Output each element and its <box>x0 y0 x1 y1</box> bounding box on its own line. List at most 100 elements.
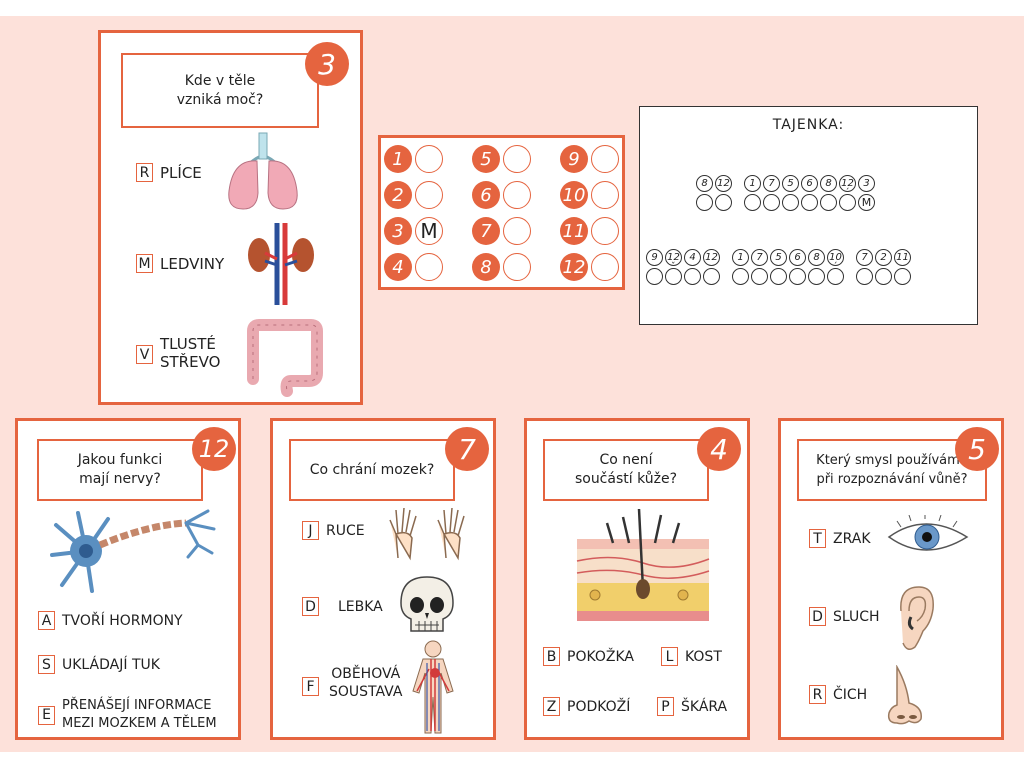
answer-option-r[interactable]: R ČICH <box>809 685 867 704</box>
answer-text: LEDVINY <box>160 254 225 273</box>
answer-letter: B <box>543 647 560 666</box>
tajenka-slot: 8 <box>819 175 838 211</box>
answer-text-line1: PŘENÁŠEJÍ INFORMACE <box>62 698 212 713</box>
key-number: 4 <box>384 253 412 281</box>
answer-text: ČICH <box>833 686 868 703</box>
answer-letter: R <box>136 163 153 182</box>
tajenka-number: 11 <box>894 249 911 266</box>
tajenka-letter-field[interactable] <box>789 268 806 285</box>
key-answer-field[interactable] <box>591 181 619 209</box>
tajenka-letter-field[interactable] <box>820 194 837 211</box>
answer-option-v[interactable]: V <box>136 345 160 364</box>
answer-option-m[interactable]: M LEDVINY <box>136 254 224 273</box>
answer-text: KOST <box>685 648 722 665</box>
tajenka-number: 12 <box>839 175 856 192</box>
tajenka-slot: 10´ <box>826 249 845 285</box>
tajenka-letter-field[interactable] <box>782 194 799 211</box>
tajenka-slot: 2 <box>874 249 893 285</box>
key-answer-field[interactable] <box>503 145 531 173</box>
tajenka-letter-field[interactable] <box>801 194 818 211</box>
tajenka-letter-field[interactable] <box>894 268 911 285</box>
tajenka-letter-field[interactable]: M <box>858 194 875 211</box>
tajenka-letter-field[interactable] <box>684 268 701 285</box>
answer-option-p[interactable]: P ŠKÁRA <box>657 697 727 716</box>
answer-option-a[interactable]: A TVOŘÍ HORMONY <box>38 611 183 630</box>
tajenka-number: 7 <box>751 249 768 266</box>
tajenka-letter-field[interactable] <box>646 268 663 285</box>
tajenka-number: 5 <box>770 249 787 266</box>
tajenka-number: 1 <box>732 249 749 266</box>
question-text-line1: Co není <box>599 452 653 468</box>
key-number: 10 <box>560 181 588 209</box>
card-number-badge: 12 <box>192 427 236 471</box>
key-answer-field[interactable] <box>591 217 619 245</box>
answer-option-e[interactable]: E PŘENÁŠEJÍ INFORMACE MEZI MOZKEM A TĚLE… <box>38 697 217 733</box>
question-box: Kde v těle vzniká moč? <box>121 53 319 128</box>
answer-letter: F <box>302 677 319 696</box>
answer-option-l[interactable]: L KOST <box>661 647 722 666</box>
tajenka-slot: 12´ <box>838 175 857 211</box>
tajenka-letter-field[interactable] <box>808 268 825 285</box>
question-card-3: Kde v těle vzniká moč? 3 R PLÍCE M LEDVI… <box>98 30 363 405</box>
answer-option-f[interactable]: F <box>302 677 326 696</box>
tajenka-letter-field[interactable] <box>751 268 768 285</box>
tajenka-number: 6 <box>789 249 806 266</box>
tajenka-letter-field[interactable]: ˇ <box>665 262 682 285</box>
tajenka-letter-field[interactable]: ´ <box>839 188 856 211</box>
key-answer-field[interactable] <box>503 181 531 209</box>
tajenka-letter-field[interactable] <box>703 268 720 285</box>
answer-letter: V <box>136 345 153 364</box>
key-answer-field[interactable]: M <box>415 217 443 245</box>
answer-text: PLÍCE <box>160 163 202 182</box>
answer-option-b[interactable]: B POKOŽKA <box>543 647 634 666</box>
key-answer-field[interactable] <box>415 181 443 209</box>
answer-text: RUCE <box>326 522 365 539</box>
neuron-icon <box>50 509 216 593</box>
tajenka-letter-field[interactable] <box>763 194 780 211</box>
tajenka-number: 6 <box>801 175 818 192</box>
answer-option-r[interactable]: R PLÍCE <box>136 163 202 182</box>
tajenka-slot: 6 <box>788 249 807 285</box>
tajenka-number: 8 <box>820 175 837 192</box>
nose-icon <box>887 665 922 725</box>
answer-text: TVOŘÍ HORMONY <box>62 612 183 629</box>
answer-option-d[interactable]: D SLUCH <box>809 607 880 626</box>
tajenka-letter-field[interactable] <box>696 194 713 211</box>
tajenka-letter-field[interactable] <box>715 194 732 211</box>
key-answer-field[interactable] <box>415 253 443 281</box>
answer-text: UKLÁDAJÍ TUK <box>62 656 160 673</box>
answer-option-z[interactable]: Z PODKOŽÍ <box>543 697 630 716</box>
tajenka-letter-field[interactable] <box>856 268 873 285</box>
key-answer-field[interactable] <box>503 253 531 281</box>
answer-option-s[interactable]: S UKLÁDAJÍ TUK <box>38 655 160 674</box>
answer-letter: R <box>809 685 826 704</box>
tajenka-letter: M <box>861 196 872 209</box>
tajenka-slot: 7 <box>855 249 874 285</box>
question-box: Jakou funkci mají nervy? <box>37 439 203 501</box>
key-answer-field[interactable] <box>591 145 619 173</box>
key-cell-1: 1 <box>384 145 443 173</box>
tajenka-letter-field[interactable] <box>744 194 761 211</box>
answer-option-j[interactable]: J RUCE <box>302 521 365 540</box>
card-number-badge: 5 <box>955 427 999 471</box>
tajenka-letter-field[interactable] <box>770 268 787 285</box>
key-answer-field[interactable] <box>415 145 443 173</box>
key-cell-6: 6 <box>472 181 531 209</box>
key-number: 6 <box>472 181 500 209</box>
answer-letter: D <box>809 607 826 626</box>
key-cell-7: 7 <box>472 217 531 245</box>
answer-option-d[interactable]: D LEBKA <box>302 597 383 616</box>
tajenka-number: 1 <box>744 175 761 192</box>
tajenka-letter-field[interactable]: ´ <box>827 262 844 285</box>
tajenka-letter-field[interactable] <box>732 268 749 285</box>
answer-text-line2: SOUSTAVA <box>329 684 403 700</box>
tajenka-letter-field[interactable] <box>875 268 892 285</box>
key-answer-field[interactable] <box>591 253 619 281</box>
answer-option-t[interactable]: T ZRAK <box>809 529 871 548</box>
answer-text: PODKOŽÍ <box>567 698 631 715</box>
key-answer-field[interactable] <box>503 217 531 245</box>
tajenka-slot: 12 <box>702 249 721 285</box>
key-cell-11: 11 <box>560 217 619 245</box>
